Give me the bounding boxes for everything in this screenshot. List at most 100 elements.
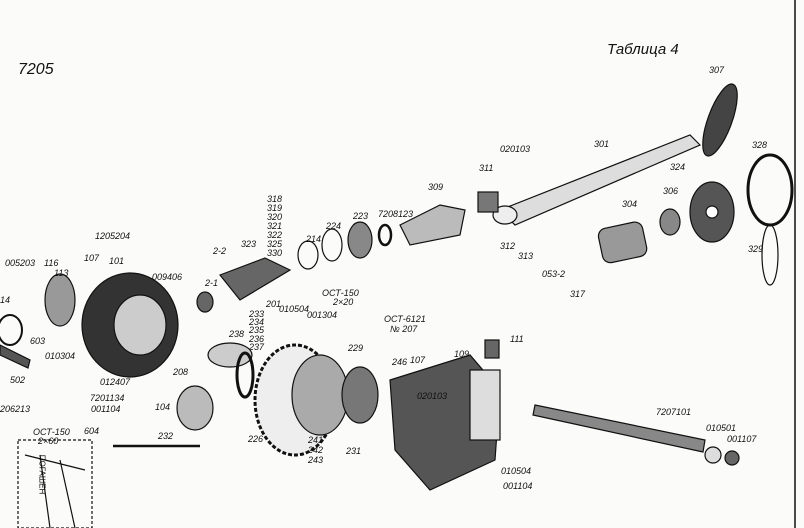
part-label: 101 bbox=[109, 256, 125, 266]
part-label: 313 bbox=[518, 251, 534, 261]
part-label: 7201134 bbox=[90, 393, 125, 403]
part-label: ОСТ-6121 bbox=[384, 314, 426, 324]
part-label: № 207 bbox=[390, 324, 418, 334]
part-214 bbox=[297, 240, 319, 270]
part-label: 311 bbox=[479, 163, 494, 173]
part-label: 306 bbox=[663, 186, 679, 196]
part-label: 208 bbox=[173, 367, 189, 377]
part-label: 231 bbox=[346, 446, 362, 456]
part-label: 325 bbox=[267, 239, 283, 249]
part-237 bbox=[235, 351, 255, 399]
part-label: 242 bbox=[308, 445, 324, 455]
part-label: 322 bbox=[267, 230, 283, 240]
part-label: 109 bbox=[454, 349, 470, 359]
part-label: 238 bbox=[229, 329, 245, 339]
part-label: 005203 bbox=[5, 258, 36, 268]
part-label: 301 bbox=[594, 139, 610, 149]
part-label: 104 bbox=[155, 402, 171, 412]
part-pinion-2-2 bbox=[219, 257, 292, 301]
part-label: 2-2 bbox=[213, 246, 227, 256]
part-label: 224 bbox=[326, 221, 342, 231]
part-label: 321 bbox=[267, 221, 283, 231]
part-label: 010504 bbox=[501, 466, 532, 476]
part-label: 324 bbox=[670, 162, 686, 172]
part-label: 001304 bbox=[307, 310, 338, 320]
part-label: 234 bbox=[249, 317, 265, 327]
part-14-ring bbox=[0, 314, 23, 346]
part-111 bbox=[484, 339, 500, 359]
stamp-text: ПОГАШЕН bbox=[37, 454, 47, 495]
part-label: 229 bbox=[348, 343, 364, 353]
part-502 bbox=[0, 344, 31, 369]
part-label: 010501 bbox=[706, 423, 737, 433]
part-label: 214 bbox=[306, 234, 322, 244]
stamp-box bbox=[17, 439, 93, 528]
part-label: 7207101 bbox=[656, 407, 692, 417]
part-306 bbox=[659, 208, 681, 236]
part-label: 246 bbox=[392, 357, 408, 367]
part-2-1 bbox=[196, 291, 214, 313]
part-label: 312 bbox=[500, 241, 516, 251]
part-label: 107 bbox=[84, 253, 100, 263]
part-label: 328 bbox=[752, 140, 768, 150]
part-label: 320 bbox=[267, 212, 283, 222]
part-7207101-shaft bbox=[532, 404, 706, 453]
part-116 bbox=[44, 273, 76, 327]
part-label: 235 bbox=[249, 325, 265, 335]
part-label: ОСТ-150 bbox=[322, 288, 359, 298]
part-label: 243 bbox=[308, 455, 324, 465]
sheet-number: 7205 bbox=[18, 61, 54, 78]
part-label: ОСТ-150 bbox=[33, 427, 70, 437]
part-label: 309 bbox=[428, 182, 444, 192]
part-label: 307 bbox=[709, 65, 725, 75]
part-229 bbox=[291, 354, 349, 436]
part-label: 604 bbox=[84, 426, 100, 436]
part-label: 001107 bbox=[727, 434, 757, 444]
part-label: 2×60 bbox=[38, 436, 59, 446]
part-label: 116 bbox=[44, 258, 59, 268]
part-304 bbox=[597, 221, 648, 264]
part-label: 053-2 bbox=[542, 269, 566, 279]
part-label: 012407 bbox=[100, 377, 131, 387]
part-label: 7208123 bbox=[378, 209, 414, 219]
table-title: Таблица 4 bbox=[607, 41, 679, 58]
part-label: 2×20 bbox=[333, 297, 354, 307]
part-label: 241 bbox=[308, 435, 324, 445]
part-224 bbox=[321, 228, 343, 262]
part-label: 226 bbox=[248, 434, 264, 444]
part-label: 111 bbox=[510, 334, 524, 344]
part-label: 329 bbox=[748, 244, 764, 254]
part-label: 206213 bbox=[0, 404, 31, 414]
part-label: 001104 bbox=[91, 404, 121, 414]
part-label: 603 bbox=[30, 336, 46, 346]
part-label: 010304 bbox=[45, 351, 76, 361]
part-label: 330 bbox=[267, 248, 283, 258]
part-label: 201 bbox=[266, 299, 282, 309]
part-label: 020103 bbox=[417, 391, 448, 401]
part-bearing-207 bbox=[341, 366, 379, 424]
part-label: 233 bbox=[249, 309, 265, 319]
part-309 bbox=[399, 204, 466, 246]
part-label: 009406 bbox=[152, 272, 183, 282]
part-label: 020103 bbox=[500, 144, 531, 154]
part-label: 1205204 bbox=[95, 231, 131, 241]
part-238 bbox=[207, 342, 253, 368]
part-label: 107 bbox=[410, 355, 426, 365]
part-label: 323 bbox=[241, 239, 257, 249]
part-7208123 bbox=[377, 223, 393, 247]
part-307 bbox=[702, 83, 738, 157]
part-label: 237 bbox=[249, 342, 265, 352]
part-label: 223 bbox=[353, 211, 369, 221]
part-328-ring bbox=[746, 153, 794, 227]
part-311 bbox=[477, 191, 499, 213]
part-label: 14 bbox=[0, 295, 11, 305]
part-label: 113 bbox=[54, 268, 69, 278]
part-001107 bbox=[724, 450, 740, 466]
part-label: 502 bbox=[10, 375, 26, 385]
part-label: 2-1 bbox=[205, 278, 219, 288]
part-label: 318 bbox=[267, 194, 283, 204]
part-label: 319 bbox=[267, 203, 283, 213]
part-010501 bbox=[704, 446, 722, 464]
